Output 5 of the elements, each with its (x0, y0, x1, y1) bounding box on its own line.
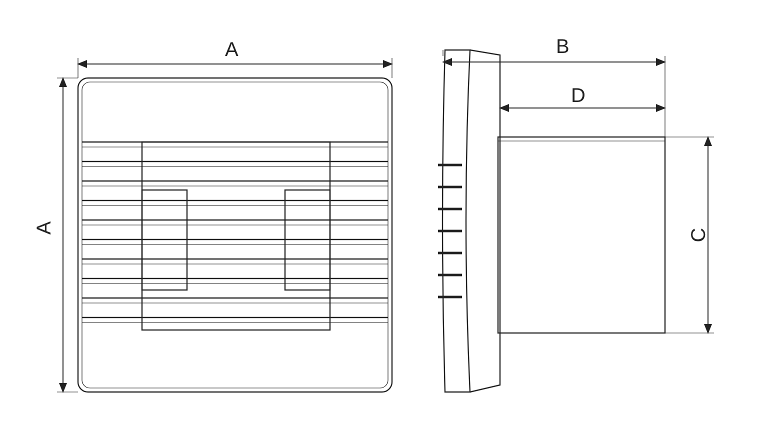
dimension-label: D (571, 86, 586, 106)
dimension-label: B (556, 37, 570, 57)
dimension-label: A (225, 40, 238, 60)
dimension-label: A (34, 221, 55, 235)
dimension-label: C (689, 228, 710, 242)
